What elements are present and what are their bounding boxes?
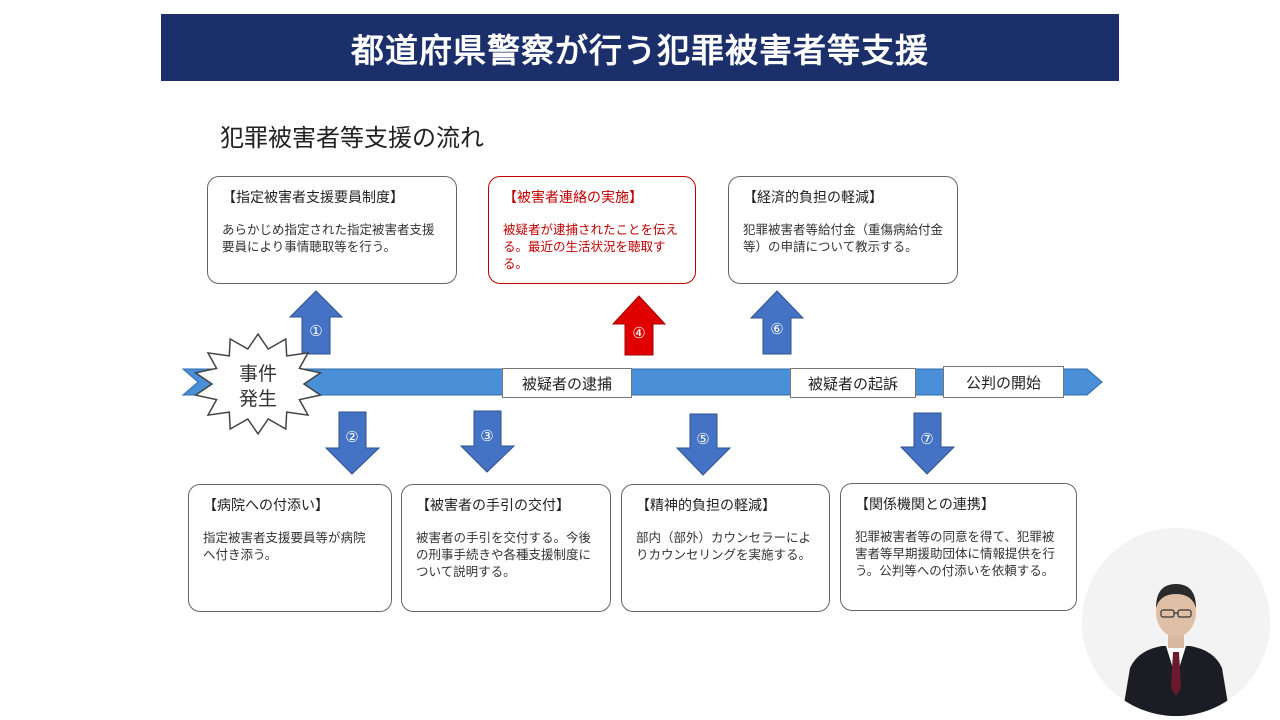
step-description: 犯罪被害者等給付金（重傷病給付金等）の申請について教示する。 — [743, 222, 944, 254]
step-heading: 【関係機関との連携】 — [855, 497, 995, 513]
arrow-down-7 — [899, 412, 956, 475]
arrow-up-1 — [288, 290, 344, 355]
step-box-4: 【被害者連絡の実施】 被疑者が逮捕されたことを伝える。最近の生活状況を聴取する。 — [488, 176, 696, 284]
step-box-6: 【経済的負担の軽減】 犯罪被害者等給付金（重傷病給付金等）の申請について教示する… — [728, 176, 958, 284]
section-subtitle: 犯罪被害者等支援の流れ — [220, 124, 484, 152]
arrow-down-5 — [675, 413, 732, 476]
step-number-1: ① — [309, 322, 323, 340]
step-box-2: 【病院への付添い】 指定被害者支援要員等が病院へ付き添う。 — [188, 484, 392, 612]
step-number-5: ⑤ — [696, 430, 710, 448]
step-description: 被疑者が逮捕されたことを伝える。最近の生活状況を聴取する。 — [503, 222, 679, 271]
step-description: 犯罪被害者等の同意を得て、犯罪被害者等早期援助団体に情報提供を行う。公判等への付… — [855, 529, 1056, 578]
step-number-3: ③ — [480, 427, 494, 445]
presenter-figure — [1082, 528, 1270, 716]
arrow-down-3 — [459, 410, 516, 473]
step-heading: 【被害者の手引の交付】 — [416, 498, 570, 514]
step-heading: 【精神的負担の軽減】 — [636, 498, 776, 514]
step-number-7: ⑦ — [920, 430, 934, 448]
step-heading: 【指定被害者支援要員制度】 — [222, 190, 404, 206]
incident-label: 事件 発生 — [238, 363, 277, 410]
step-number-2: ② — [345, 428, 359, 446]
timeline-label-trial: 公判の開始 — [943, 366, 1064, 398]
step-number-4: ④ — [632, 324, 646, 342]
step-description: 部内（部外）カウンセラーによりカウンセリングを実施する。 — [636, 530, 812, 562]
step-description: 指定被害者支援要員等が病院へ付き添う。 — [203, 530, 366, 562]
arrow-down-2 — [324, 411, 381, 475]
arrow-up-4 — [611, 295, 667, 356]
arrow-up-6 — [749, 290, 805, 355]
timeline-label-arrest: 被疑者の逮捕 — [502, 368, 632, 398]
step-box-3: 【被害者の手引の交付】 被害者の手引を交付する。今後の刑事手続きや各種支援制度に… — [401, 484, 611, 612]
timeline-label-indictment: 被疑者の起訴 — [790, 368, 916, 398]
step-box-7: 【関係機関との連携】 犯罪被害者等の同意を得て、犯罪被害者等早期援助団体に情報提… — [840, 483, 1077, 611]
step-heading: 【病院への付添い】 — [203, 498, 329, 514]
step-box-5: 【精神的負担の軽減】 部内（部外）カウンセラーによりカウンセリングを実施する。 — [621, 484, 830, 612]
step-heading: 【経済的負担の軽減】 — [743, 190, 883, 206]
title-banner: 都道府県警察が行う犯罪被害者等支援 — [161, 14, 1119, 81]
step-heading: 【被害者連絡の実施】 — [503, 190, 643, 206]
step-box-1: 【指定被害者支援要員制度】 あらかじめ指定された指定被害者支援要員により事情聴取… — [207, 176, 457, 284]
presenter-video-avatar — [1082, 528, 1270, 716]
step-number-6: ⑥ — [770, 320, 784, 338]
step-description: 被害者の手引を交付する。今後の刑事手続きや各種支援制度について説明する。 — [416, 530, 592, 579]
step-description: あらかじめ指定された指定被害者支援要員により事情聴取等を行う。 — [222, 222, 435, 254]
incident-burst-shape — [193, 332, 323, 436]
page-title: 都道府県警察が行う犯罪被害者等支援 — [351, 30, 929, 70]
